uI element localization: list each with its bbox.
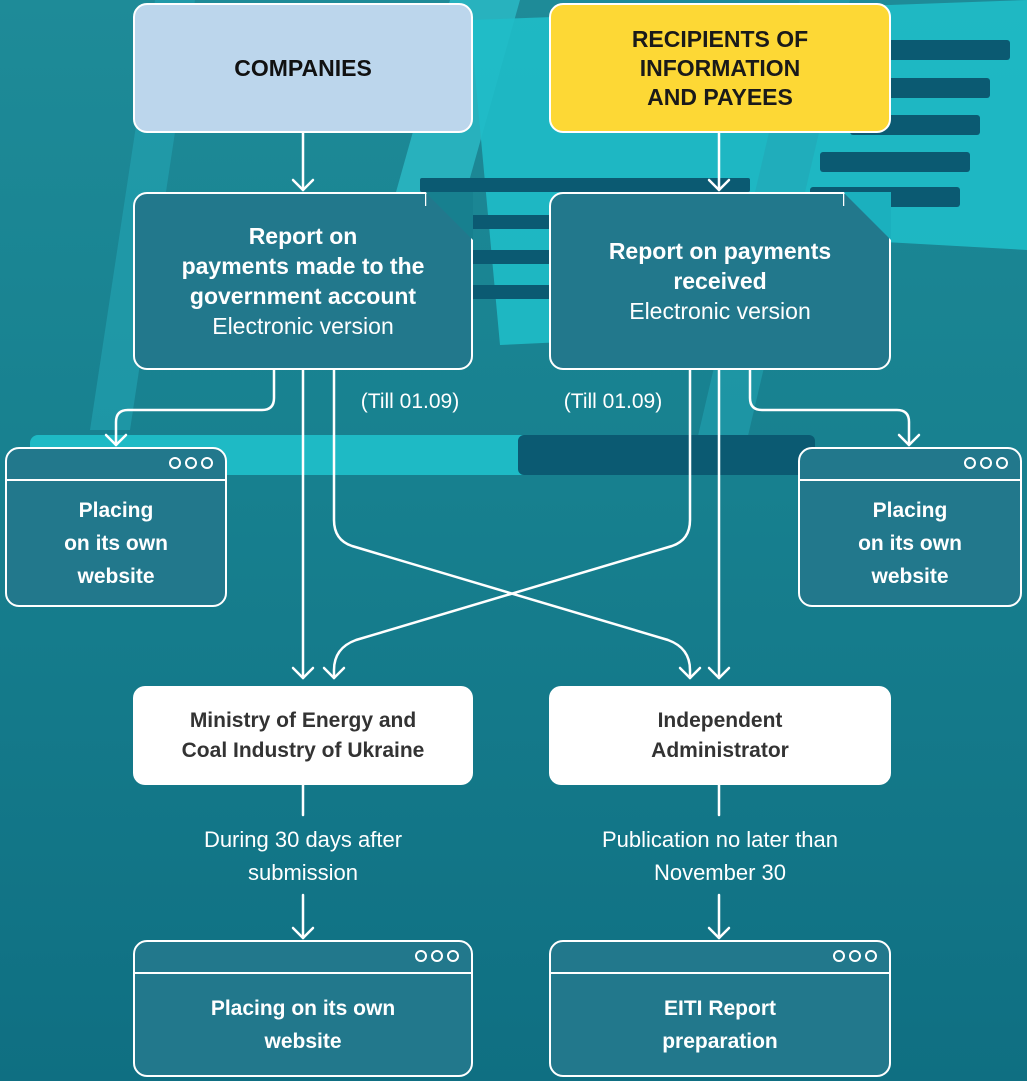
report-subtitle: Electronic version xyxy=(212,313,394,339)
report-recipients: Report on payments received Electronic v… xyxy=(549,192,891,370)
website-label-line: Placing xyxy=(872,498,948,522)
report-title-line: payments made to the xyxy=(181,253,425,279)
doc-line xyxy=(860,40,1010,60)
recipients-line: RECIPIENTS OF xyxy=(631,25,809,52)
deadline-left: (Till 01.09) xyxy=(360,390,460,413)
report-title-line: received xyxy=(673,268,767,294)
arrowhead xyxy=(291,926,315,940)
doc-line xyxy=(820,152,970,172)
final-label-line: preparation xyxy=(662,1029,778,1053)
report-title-line: Report on payments xyxy=(608,238,832,264)
website-left: Placing on its own website xyxy=(5,447,227,607)
arrow-report-website-left xyxy=(114,368,276,447)
administrator-box: Independent Administrator xyxy=(549,686,891,785)
window-dots-icon xyxy=(169,457,213,469)
arrowhead xyxy=(678,666,702,680)
arrowhead xyxy=(707,178,731,192)
website-label-line: on its own xyxy=(64,531,168,555)
ministry-line: Coal Industry of Ukraine xyxy=(181,738,425,762)
website-right: Placing on its own website xyxy=(798,447,1022,607)
companies-box: COMPANIES xyxy=(133,3,473,133)
website-label-line: website xyxy=(871,564,949,588)
administrator-note-line: November 30 xyxy=(653,860,787,885)
arrowhead xyxy=(707,926,731,940)
arrowhead xyxy=(897,433,921,447)
report-title-line: Report on xyxy=(248,223,358,249)
ministry-line: Ministry of Energy and xyxy=(189,708,417,732)
document-fold-icon xyxy=(425,192,473,240)
arrowhead xyxy=(104,433,128,447)
report-subtitle: Electronic version xyxy=(629,298,811,324)
browser-bar xyxy=(7,449,225,481)
browser-bar xyxy=(800,449,1020,481)
arrowhead xyxy=(291,666,315,680)
website-label-line: Placing xyxy=(78,498,154,522)
arrowhead xyxy=(322,666,346,680)
administrator-line: Administrator xyxy=(651,738,789,762)
ministry-note-line: During 30 days after xyxy=(203,827,403,852)
administrator-line: Independent xyxy=(657,708,783,732)
arrowhead xyxy=(291,178,315,192)
ministry-note-line: submission xyxy=(247,860,359,885)
website-label-line: on its own xyxy=(858,531,962,555)
administrator-note-line: Publication no later than xyxy=(601,827,839,852)
window-dots-icon xyxy=(964,457,1008,469)
website-label-line: website xyxy=(77,564,155,588)
browser-bar xyxy=(135,942,471,974)
report-companies: Report on payments made to the governmen… xyxy=(133,192,473,370)
final-label-line: EITI Report xyxy=(663,996,776,1020)
ministry-box: Ministry of Energy and Coal Industry of … xyxy=(133,686,473,785)
report-title-line: government account xyxy=(189,283,417,309)
recipients-line: AND PAYEES xyxy=(647,83,793,110)
recipients-box: RECIPIENTS OF INFORMATION AND PAYEES xyxy=(549,3,891,133)
doc-line xyxy=(880,78,990,98)
final-website-left: Placing on its own website xyxy=(133,940,473,1077)
browser-bar xyxy=(551,942,889,974)
doc-line xyxy=(420,178,750,192)
arrow-report-website-right xyxy=(748,368,911,447)
companies-label: COMPANIES xyxy=(234,54,372,81)
deadline-right: (Till 01.09) xyxy=(563,390,663,413)
final-label-line: Placing on its own xyxy=(210,996,396,1020)
arrow-cross-to-ministry xyxy=(332,368,692,680)
arrowhead xyxy=(707,666,731,680)
administrator-note: Publication no later than November 30 xyxy=(539,823,901,889)
final-label-line: website xyxy=(264,1029,342,1053)
ministry-note: During 30 days after submission xyxy=(133,823,473,889)
recipients-line: INFORMATION xyxy=(639,54,801,81)
document-fold-icon xyxy=(843,192,891,240)
final-website-right: EITI Report preparation xyxy=(549,940,891,1077)
window-dots-icon xyxy=(833,950,877,962)
horizontal-band-dark xyxy=(518,435,815,475)
window-dots-icon xyxy=(415,950,459,962)
